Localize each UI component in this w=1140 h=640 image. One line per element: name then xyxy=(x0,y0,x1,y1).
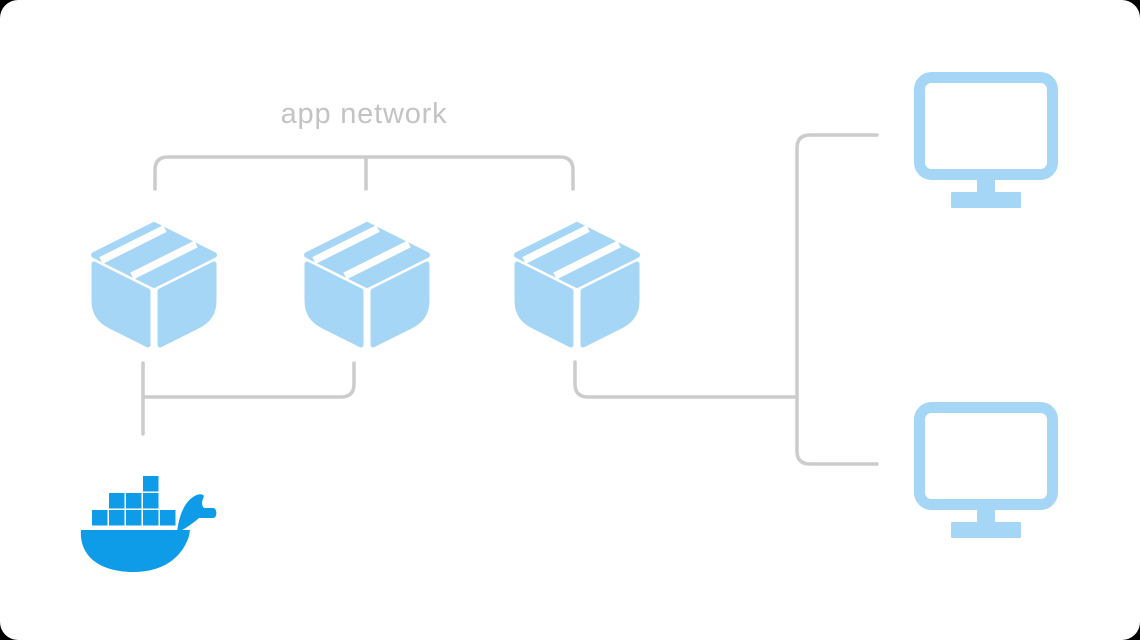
container-3-package-icon xyxy=(514,222,640,348)
client-1-monitor-icon xyxy=(914,72,1058,208)
client-2-monitor-icon xyxy=(914,402,1058,538)
docker-whale-icon xyxy=(80,476,217,573)
container-1-package-icon xyxy=(91,222,217,348)
container3-to-clients-line xyxy=(573,360,797,399)
app-network-label: app network xyxy=(280,98,448,130)
containers-to-docker-bracket xyxy=(141,361,356,436)
clients-bracket xyxy=(795,133,879,466)
container-2-package-icon xyxy=(304,222,430,348)
app-network-bracket xyxy=(153,155,575,191)
